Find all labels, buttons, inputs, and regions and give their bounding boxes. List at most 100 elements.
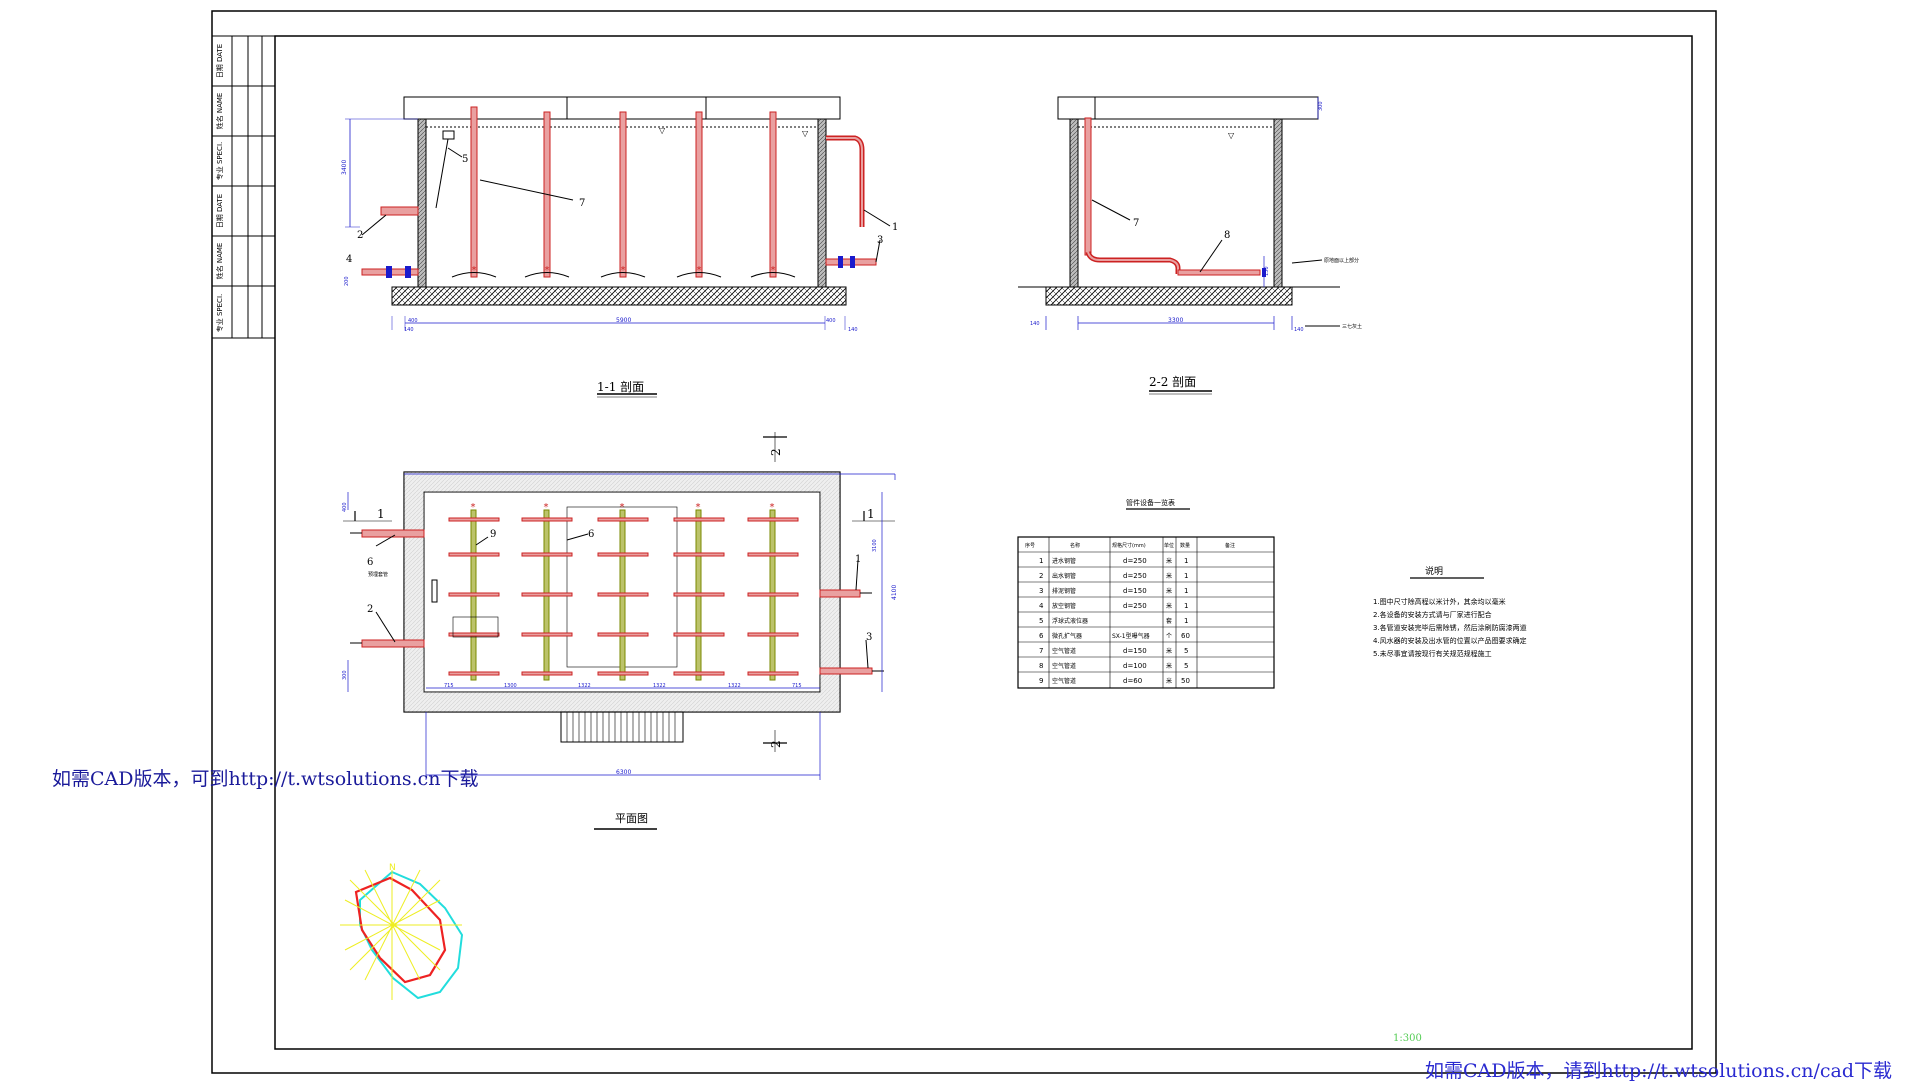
scale-label: 1:300 <box>1393 1033 1422 1044</box>
title-plan: 平面图 <box>615 812 648 825</box>
note-2-2-ground: 原地面以上部分 <box>1324 257 1359 264</box>
dim-plan-seg6: 715 <box>792 683 802 689</box>
th-unit: 单位 <box>1164 542 1174 549</box>
cell-index: 5 <box>1039 617 1043 625</box>
table-row: 6 微孔扩气器 SX-1型曝气器 个 60 <box>1039 632 1190 640</box>
dim-2-2-edge-right: 140 <box>1294 327 1304 333</box>
svg-text:*: * <box>544 502 549 513</box>
dim-1-1-wall-left: 400 <box>408 318 418 324</box>
title-section-2-2: 2-2 剖面 <box>1149 375 1196 389</box>
table-title: 管件设备一览表 <box>1126 498 1175 507</box>
svg-text:▽: ▽ <box>659 126 666 135</box>
watermark-left: 如需CAD版本，可到http://t.wtsolutions.cn下载 <box>52 768 479 790</box>
callout-plan-9: 9 <box>490 529 496 540</box>
table-row: 5 浮球式液位器 套 1 <box>1039 617 1188 625</box>
cell-unit: 米 <box>1166 557 1172 565</box>
table-row: 8 空气管道 d=100 米 5 <box>1039 662 1188 670</box>
cell-unit: 个 <box>1166 633 1172 640</box>
dim-plan-inner: 3100 <box>872 539 878 552</box>
cell-index: 7 <box>1039 647 1043 655</box>
cut-marks <box>343 432 895 752</box>
note-2-2-fill: 三七灰土 <box>1342 323 1362 330</box>
dim-plan-corner: 300 <box>342 670 348 680</box>
cut-mark-2-top: 2 <box>769 448 783 456</box>
note-item-3: 3.各管道安装完毕后需除锈，然后涂刷防腐漆两道 <box>1373 623 1527 632</box>
callout-2-2-8: 8 <box>1224 230 1230 241</box>
table-row: 2 出水钢管 d=250 米 1 <box>1039 572 1188 580</box>
section-2-2: ▽ 7 8 原地面以上部分 三七灰土 3300 300 150 14 <box>1018 96 1362 395</box>
cell-spec: d=150 <box>1123 647 1147 655</box>
aeration-grid: * * * <box>448 502 799 681</box>
svg-text:*: * <box>621 265 626 276</box>
cell-qty: 50 <box>1181 677 1190 685</box>
callout-2-2-7: 7 <box>1133 218 1139 229</box>
cell-spec: d=100 <box>1123 662 1147 670</box>
callout-1-1-2: 2 <box>357 230 363 241</box>
side-row-3: 专业 SPECI. <box>215 142 224 181</box>
svg-text:▽: ▽ <box>802 129 809 138</box>
th-spec: 规格尺寸(mm) <box>1112 542 1146 549</box>
cell-qty: 5 <box>1184 662 1188 670</box>
svg-text:▽: ▽ <box>1228 131 1235 140</box>
side-row-1: 日期 DATE <box>216 44 224 78</box>
cell-name: 空气管道 <box>1052 647 1076 655</box>
cell-spec: d=250 <box>1123 557 1147 565</box>
cell-unit: 米 <box>1166 572 1172 580</box>
cell-qty: 1 <box>1184 557 1188 565</box>
outer-frame <box>211 10 1717 1074</box>
cell-unit: 米 <box>1166 662 1172 670</box>
cell-name: 浮球式液位器 <box>1052 617 1088 625</box>
dim-1-1-base: 200 <box>344 276 350 286</box>
callout-1-1-5: 5 <box>462 154 468 165</box>
note-item-5: 5.未尽事宜请按现行有关规范规程施工 <box>1373 649 1492 658</box>
cell-spec: SX-1型曝气器 <box>1112 632 1150 640</box>
dim-1-1-length: 5900 <box>616 317 631 324</box>
dim-plan-length: 6300 <box>616 769 631 776</box>
dim-1-1-height: 3400 <box>341 160 348 175</box>
cell-unit: 套 <box>1166 617 1172 625</box>
cell-name: 空气管道 <box>1052 677 1076 685</box>
cell-qty: 1 <box>1184 587 1188 595</box>
dim-1-1-edge-left: 140 <box>404 327 414 333</box>
dim-2-2-width: 3300 <box>1168 317 1183 324</box>
compass-north-label: N <box>389 863 396 873</box>
cell-index: 8 <box>1039 662 1043 670</box>
dim-2-2-top: 300 <box>1318 101 1324 111</box>
equipment-table: 管件设备一览表 序号 名称 规格尺寸(mm) 单位 数量 备注 <box>1017 498 1275 689</box>
cell-qty: 5 <box>1184 647 1188 655</box>
callout-plan-4: 6 <box>367 557 373 568</box>
dim-plan-seg2: 1300 <box>504 683 517 689</box>
cell-index: 1 <box>1039 557 1043 565</box>
title-section-1-1: 1-1 剖面 <box>597 380 644 394</box>
svg-text:*: * <box>696 502 701 513</box>
side-row-5: 姓名 NAME <box>215 243 224 280</box>
note-item-1: 1.图中尺寸除高程以米计外，其余均以毫米 <box>1373 597 1506 606</box>
dim-plan-seg1: 715 <box>444 683 454 689</box>
cell-name: 出水钢管 <box>1052 572 1076 580</box>
svg-text:*: * <box>771 265 776 276</box>
table-row: 7 空气管道 d=150 米 5 <box>1039 647 1188 655</box>
cell-index: 4 <box>1039 602 1044 610</box>
cell-spec: d=250 <box>1123 572 1147 580</box>
cell-index: 6 <box>1039 632 1044 640</box>
cell-index: 9 <box>1039 677 1043 685</box>
svg-text:*: * <box>697 265 702 276</box>
dim-1-1-wall-right: 400 <box>826 318 836 324</box>
cut-mark-1-right: 1 <box>867 507 875 521</box>
side-row-2: 姓名 NAME <box>215 93 224 130</box>
cell-index: 3 <box>1039 587 1043 595</box>
cell-spec: d=150 <box>1123 587 1147 595</box>
callout-plan-1: 1 <box>855 554 861 565</box>
section-1-1: ▽ ▽ * * * * * <box>341 96 898 398</box>
side-signature-block: 日期 DATE 姓名 NAME 专业 SPECI. 日期 DATE 姓名 NAM… <box>211 35 276 339</box>
dim-plan-seg3: 1322 <box>578 683 591 689</box>
cut-mark-2-bottom: 2 <box>769 740 783 748</box>
note-item-2: 2.各设备的安装方式请与厂家进行配合 <box>1373 610 1492 619</box>
cell-name: 排泥钢管 <box>1052 587 1076 595</box>
cell-unit: 米 <box>1166 587 1172 595</box>
callout-1-1-4: 4 <box>346 254 352 265</box>
callout-plan-2: 2 <box>367 604 373 615</box>
table-row: 3 排泥钢管 d=150 米 1 <box>1039 587 1188 595</box>
cell-qty: 1 <box>1184 572 1188 580</box>
